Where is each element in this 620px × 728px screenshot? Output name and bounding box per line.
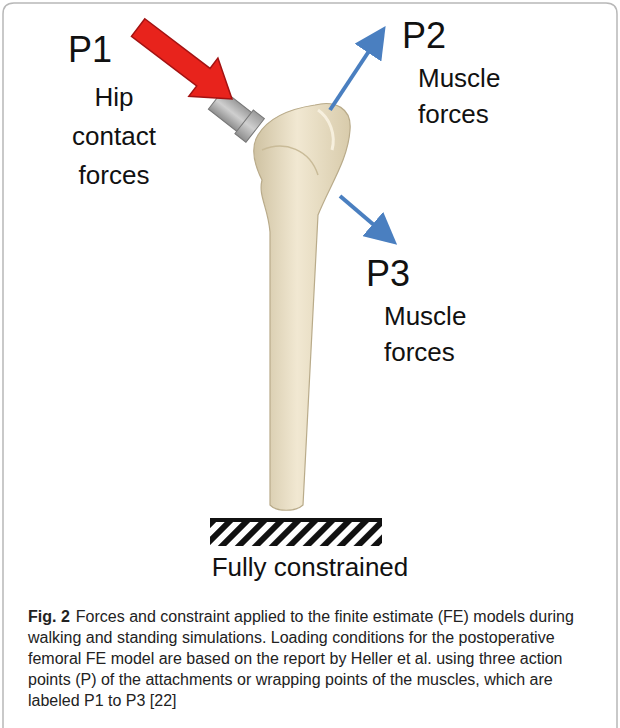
constraint-label: Fully constrained bbox=[150, 552, 470, 583]
callout-number: P2 bbox=[402, 14, 446, 57]
figure-number: Fig. 2 bbox=[28, 608, 70, 625]
force-label: Hip contact forces bbox=[58, 78, 170, 195]
force-label: Muscle forces bbox=[384, 298, 484, 371]
figure-caption: Fig. 2Forces and constraint applied to t… bbox=[28, 606, 594, 711]
callout-number: P3 bbox=[366, 252, 410, 295]
caption-text: Forces and constraint applied to the fin… bbox=[28, 608, 574, 709]
force-label: Muscle forces bbox=[418, 60, 518, 133]
callout-number: P1 bbox=[68, 28, 112, 71]
